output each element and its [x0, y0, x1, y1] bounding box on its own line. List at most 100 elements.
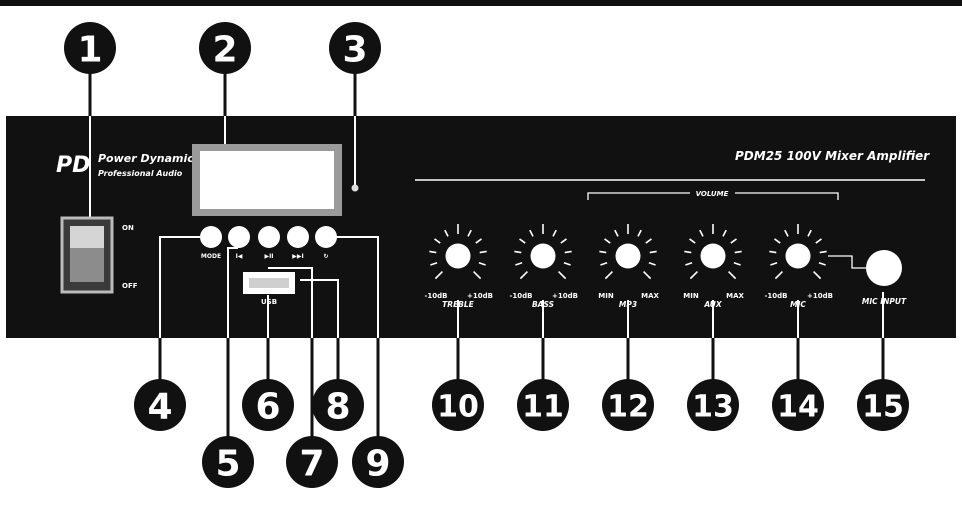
- callout-6: 6: [242, 379, 294, 431]
- usb-port[interactable]: [243, 272, 295, 294]
- callout-circle: [329, 22, 381, 74]
- media-button-labels: MODE I◀ ▶II ▶▶I ↻: [201, 253, 329, 260]
- callout-number: 13: [692, 390, 734, 425]
- knob-tick: [730, 238, 737, 244]
- knob-tick: [434, 238, 441, 244]
- knob-cap[interactable]: [445, 243, 471, 269]
- knob-max-label: MAX: [726, 292, 744, 300]
- knob-tick: [815, 238, 822, 244]
- leader-lines-on-panel: [89, 116, 884, 338]
- callout-number: 5: [215, 444, 240, 485]
- knob-tick: [519, 270, 529, 280]
- callout-number: 7: [299, 444, 324, 485]
- ir-sensor: [351, 184, 359, 192]
- knob-tick: [689, 270, 699, 280]
- knob-tick: [564, 250, 572, 254]
- callout-1: 1: [64, 22, 116, 74]
- knob-tick: [812, 270, 822, 280]
- callout-number: 8: [325, 387, 350, 428]
- knob-tick: [722, 229, 727, 237]
- power-switch[interactable]: [60, 216, 114, 294]
- callout-8: 8: [312, 379, 364, 431]
- knob-tick: [467, 229, 472, 237]
- knob-min-label: MIN: [598, 292, 614, 300]
- mic-input-jack[interactable]: [866, 250, 902, 286]
- callout-circle: [64, 22, 116, 74]
- callout-circle: [352, 436, 404, 488]
- usb-label: USB: [261, 298, 277, 306]
- previous-button[interactable]: [228, 226, 250, 248]
- knob-name-label: MP3: [619, 300, 637, 309]
- logo-mark-icon: PD: [56, 153, 90, 178]
- callout-13: 13: [687, 379, 739, 431]
- knob-max-label: +10dB: [552, 292, 578, 300]
- knob-tick: [472, 270, 482, 280]
- knob-cap[interactable]: [530, 243, 556, 269]
- repeat-label: ↻: [323, 253, 328, 260]
- callout-7: 7: [286, 436, 338, 488]
- knob-tick: [649, 250, 657, 254]
- knob-tick: [819, 250, 827, 254]
- media-buttons: [200, 226, 337, 248]
- mode-button[interactable]: [200, 226, 222, 248]
- knob-tick: [727, 270, 737, 280]
- knob-tick: [604, 270, 614, 280]
- callout-circle: [687, 379, 739, 431]
- callout-number: 14: [777, 390, 819, 425]
- callout-circle: [602, 379, 654, 431]
- callout-circle: [312, 379, 364, 431]
- repeat-button[interactable]: [315, 226, 337, 248]
- knob-tick: [807, 229, 812, 237]
- callout-4: 4: [134, 379, 186, 431]
- knob-tick: [614, 229, 619, 237]
- next-button[interactable]: [287, 226, 309, 248]
- callout-5: 5: [202, 436, 254, 488]
- knob-aux[interactable]: [684, 224, 742, 280]
- knob-mic[interactable]: [769, 224, 827, 280]
- callout-9: 9: [352, 436, 404, 488]
- callout-12: 12: [602, 379, 654, 431]
- knob-max-label: MAX: [641, 292, 659, 300]
- knob-cap[interactable]: [700, 243, 726, 269]
- callout-circle: [242, 379, 294, 431]
- knob-cap[interactable]: [785, 243, 811, 269]
- knob-mp3[interactable]: [599, 224, 657, 280]
- callout-number: 6: [255, 387, 280, 428]
- knob-tick: [563, 262, 571, 266]
- knob-tick: [818, 262, 826, 266]
- callout-number: 15: [862, 390, 904, 425]
- power-on-label: ON: [122, 224, 134, 232]
- top-border: [0, 0, 962, 6]
- callout-2: 2: [199, 22, 251, 74]
- knob-min-label: -10dB: [765, 292, 788, 300]
- callout-circle: [134, 379, 186, 431]
- callout-circle: [772, 379, 824, 431]
- knob-bass[interactable]: [514, 224, 572, 280]
- knob-tick: [475, 238, 482, 244]
- knob-tick: [770, 262, 778, 266]
- mode-label: MODE: [201, 253, 221, 260]
- play-pause-label: ▶II: [264, 253, 273, 260]
- callout-number: 10: [437, 390, 479, 425]
- callout-number: 1: [77, 30, 102, 71]
- callout-circle: [286, 436, 338, 488]
- play-pause-button[interactable]: [258, 226, 280, 248]
- knob-tick: [645, 238, 652, 244]
- knob-cap[interactable]: [615, 243, 641, 269]
- callout-14: 14: [772, 379, 824, 431]
- mic-input-label: MIC INPUT: [862, 297, 907, 306]
- knob-treble[interactable]: [429, 224, 487, 280]
- knob-tick: [648, 262, 656, 266]
- knob-tick: [552, 229, 557, 237]
- knob-tick: [685, 262, 693, 266]
- brand-tagline: Professional Audio: [98, 169, 183, 178]
- volume-bracket: [587, 192, 839, 200]
- volume-label: VOLUME: [696, 190, 729, 198]
- knob-tick: [637, 229, 642, 237]
- callout-15: 15: [857, 379, 909, 431]
- knob-tick: [784, 229, 789, 237]
- callout-number: 4: [147, 387, 172, 428]
